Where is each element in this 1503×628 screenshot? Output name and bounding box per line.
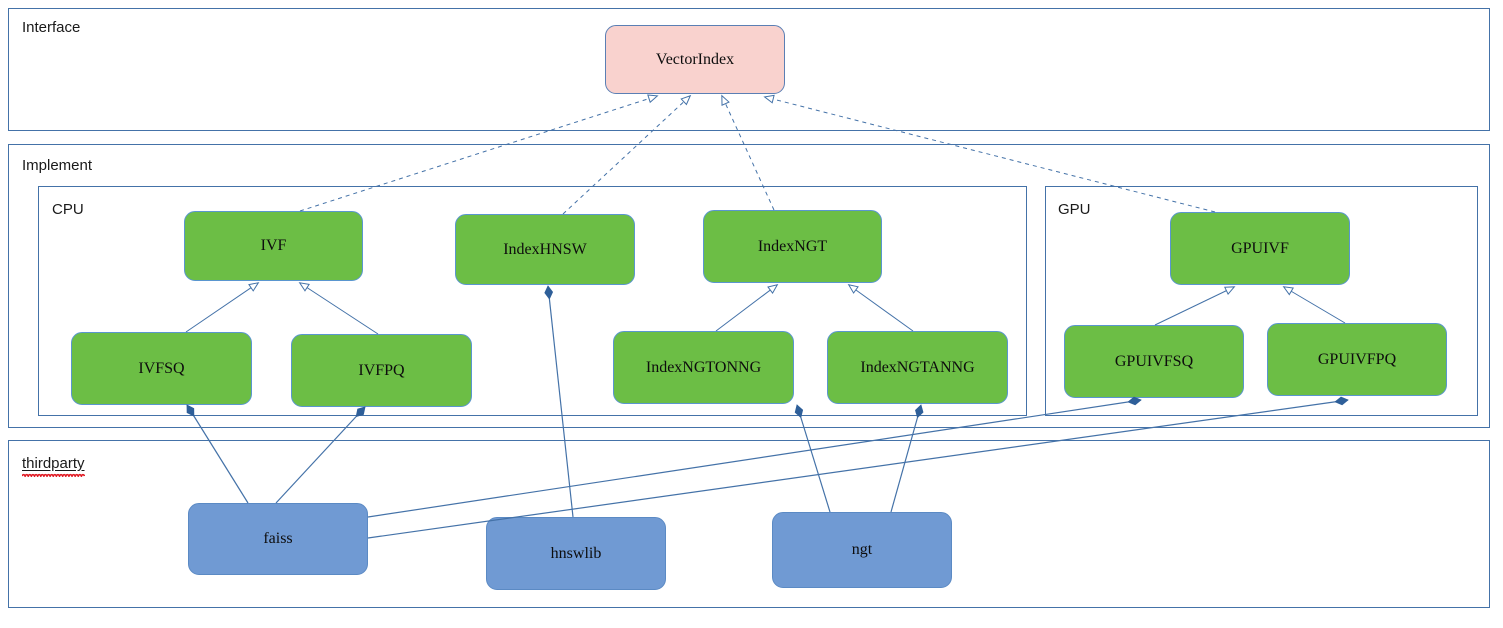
node-label-indexngtanng: IndexNGTANNG	[860, 358, 975, 376]
node-gpuivf[interactable]: GPUIVF	[1170, 212, 1350, 285]
node-indexngtonng[interactable]: IndexNGTONNG	[613, 331, 794, 404]
node-label-gpuivf: GPUIVF	[1231, 239, 1289, 257]
node-indexngtanng[interactable]: IndexNGTANNG	[827, 331, 1008, 404]
node-indexhnsw[interactable]: IndexHNSW	[455, 214, 635, 285]
node-ivfpq[interactable]: IVFPQ	[291, 334, 472, 407]
node-gpuivfsq[interactable]: GPUIVFSQ	[1064, 325, 1244, 398]
group-label-interface: Interface	[22, 19, 81, 36]
node-label-indexhnsw: IndexHNSW	[503, 240, 587, 258]
node-gpuivfpq[interactable]: GPUIVFPQ	[1267, 323, 1447, 396]
group-label-gpu: GPU	[1058, 201, 1091, 218]
node-ivfsq[interactable]: IVFSQ	[71, 332, 252, 405]
node-ngt[interactable]: ngt	[772, 512, 952, 588]
node-label-ngt: ngt	[851, 541, 873, 559]
node-label-faiss: faiss	[263, 530, 293, 548]
node-label-gpuivfsq: GPUIVFSQ	[1114, 352, 1194, 370]
node-label-ivf: IVF	[260, 237, 287, 255]
node-label-indexngtonng: IndexNGTONNG	[645, 358, 762, 376]
group-label-implement: Implement	[22, 157, 93, 174]
node-label-vectorindex: VectorIndex	[655, 50, 735, 68]
node-faiss[interactable]: faiss	[188, 503, 368, 575]
node-label-hnswlib: hnswlib	[550, 544, 602, 562]
node-vectorindex[interactable]: VectorIndex	[605, 25, 785, 94]
node-label-ivfsq: IVFSQ	[138, 359, 185, 377]
group-label-cpu: CPU	[52, 201, 84, 218]
node-label-gpuivfpq: GPUIVFPQ	[1317, 350, 1397, 368]
node-label-indexngt: IndexNGT	[757, 237, 828, 255]
node-indexngt[interactable]: IndexNGT	[703, 210, 882, 283]
node-hnswlib[interactable]: hnswlib	[486, 517, 666, 590]
node-ivf[interactable]: IVF	[184, 211, 363, 281]
node-label-ivfpq: IVFPQ	[358, 361, 405, 379]
group-label-thirdparty: thirdparty	[22, 456, 85, 477]
